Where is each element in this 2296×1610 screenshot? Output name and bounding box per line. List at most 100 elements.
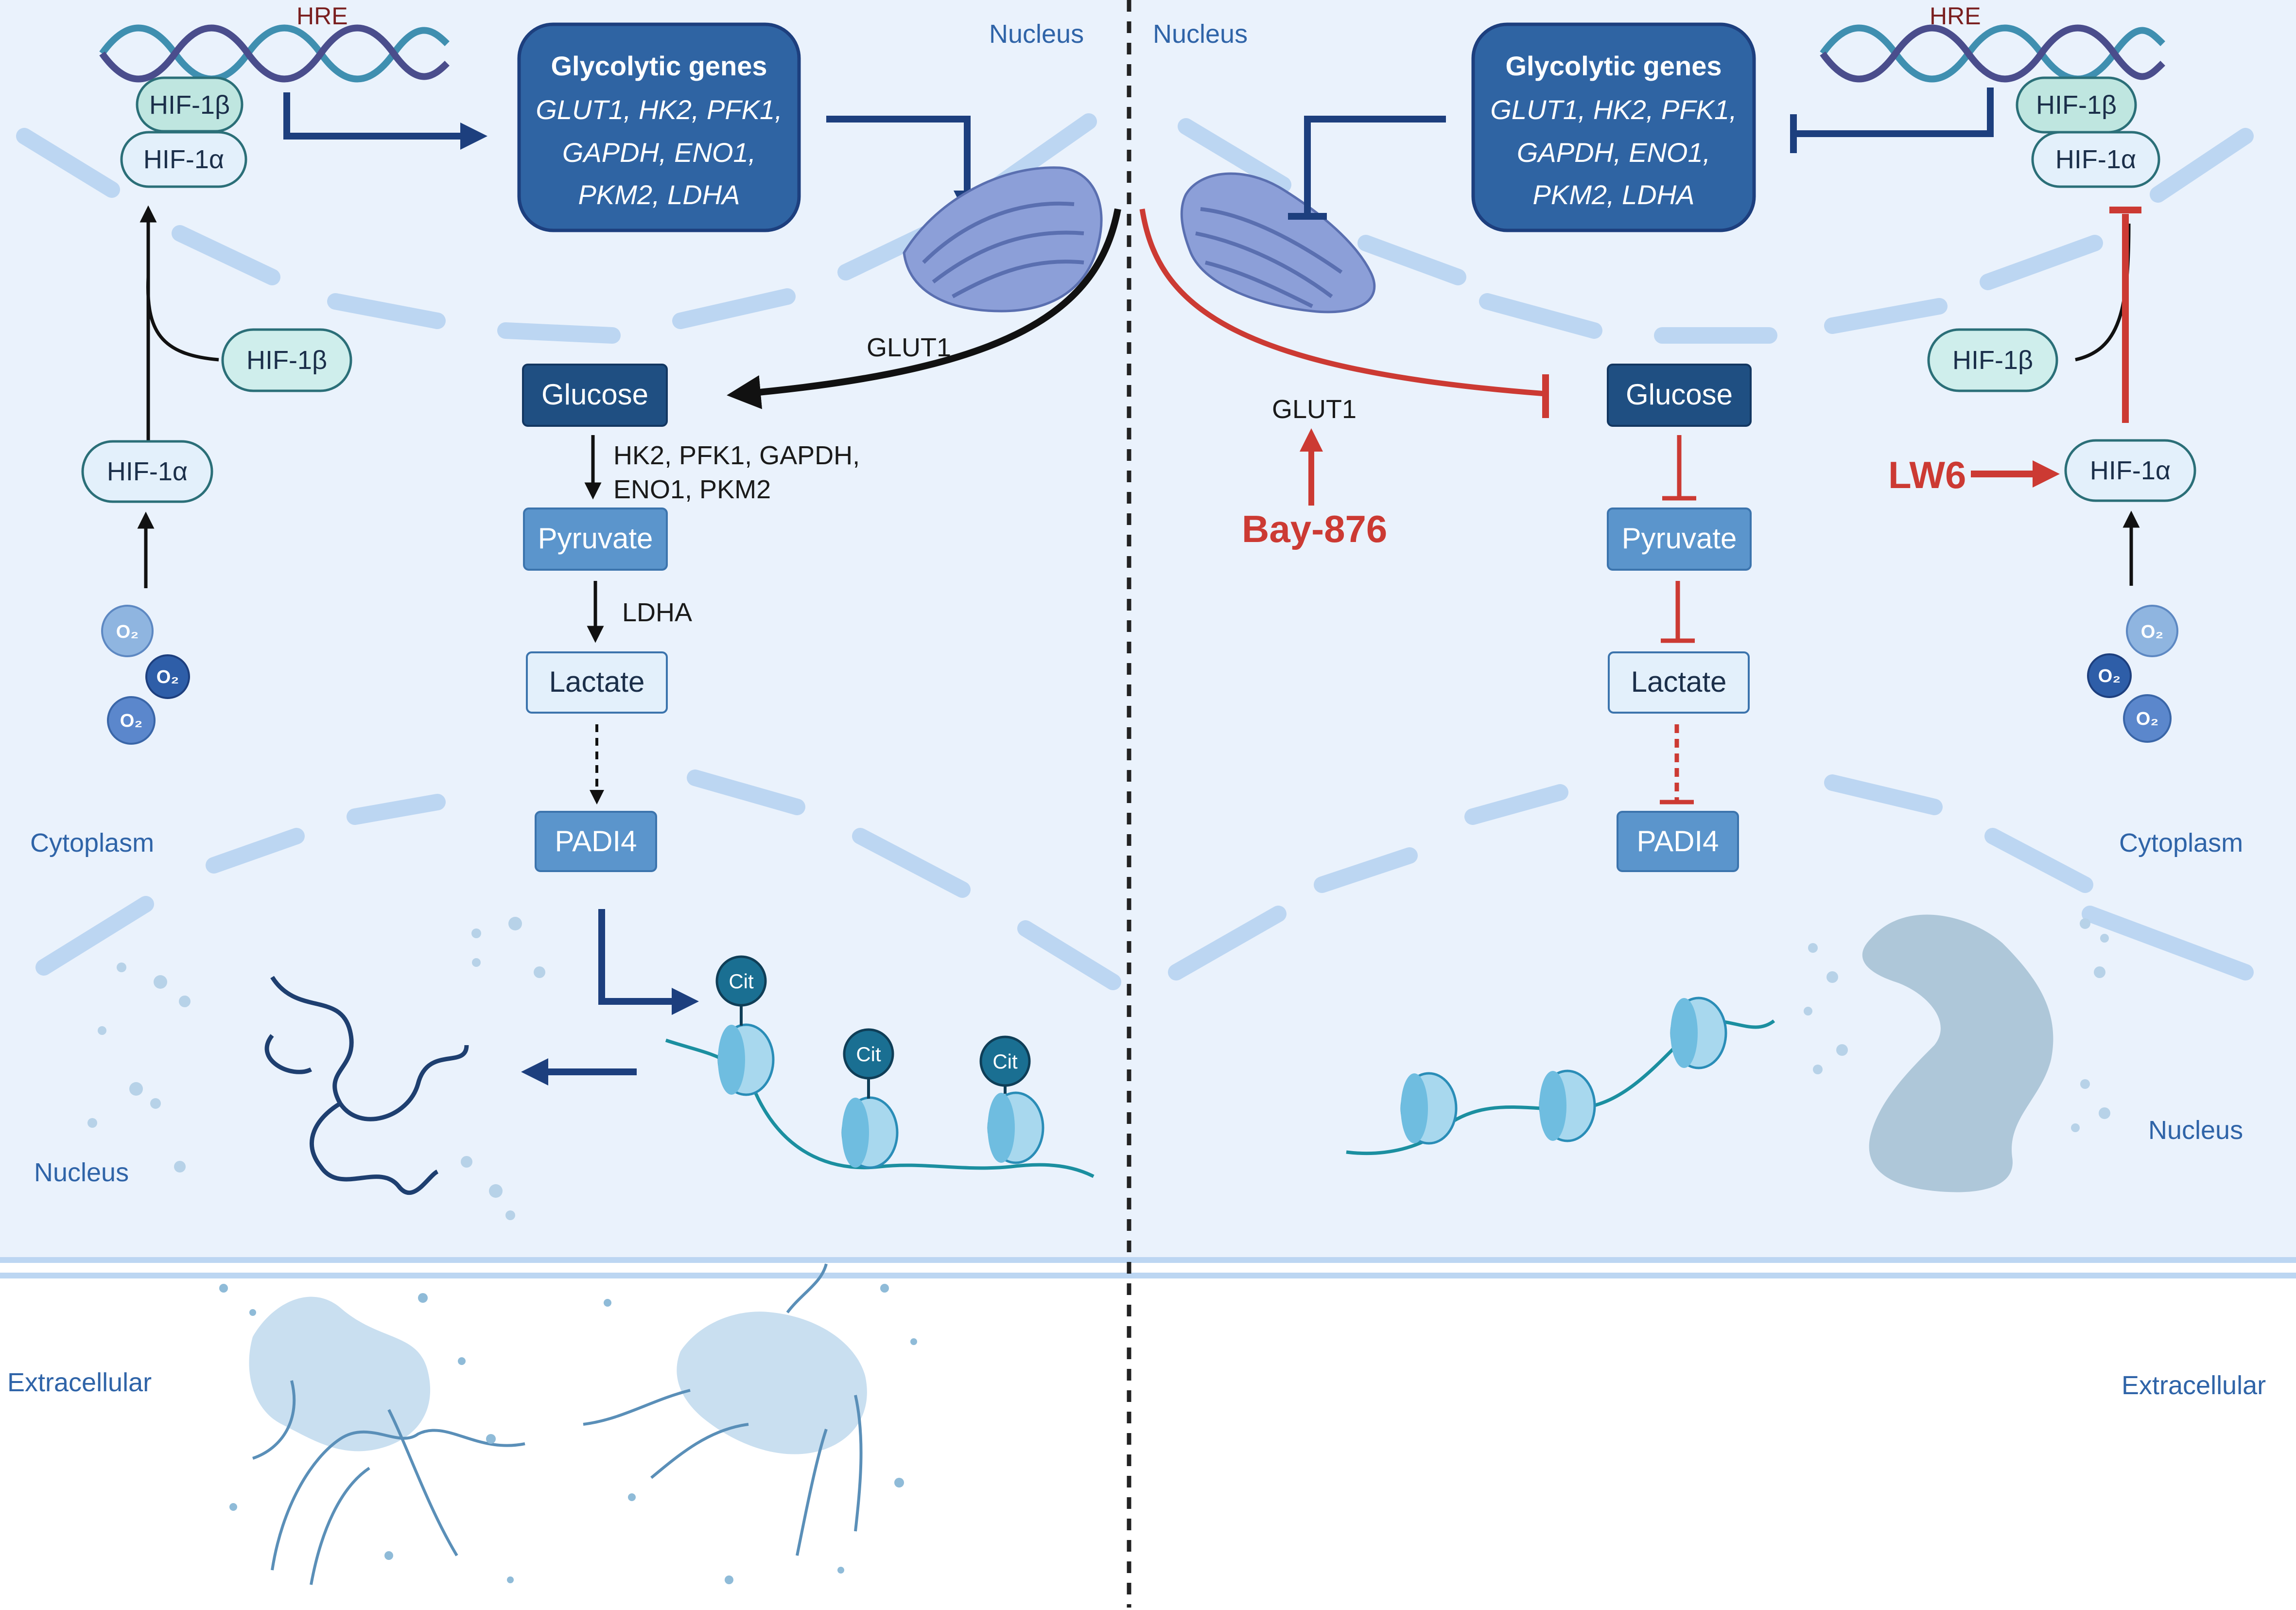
net-structure-left	[249, 1296, 525, 1585]
glucose-box-left	[522, 364, 668, 427]
nucleosome-right-1	[1400, 1072, 1458, 1145]
arrow-glut1-to-glucose	[727, 208, 1121, 409]
hif1b-bound-left-label: HIF-1β	[149, 90, 230, 120]
pyruvate-box-right	[1607, 508, 1752, 571]
extracellular-particles	[219, 1284, 917, 1584]
genes-line1-left: GLUT1, HK2, PFK1,	[536, 94, 782, 125]
enzyme2-label: LDHA	[622, 598, 692, 627]
padi4-box-right	[1617, 811, 1739, 872]
glut1-label-left: GLUT1	[867, 333, 951, 362]
o2-molecule-right-2	[2087, 653, 2132, 698]
hif1b-bound-right-label: HIF-1β	[2036, 90, 2117, 120]
cit-tag-3	[979, 1035, 1031, 1087]
hif1b-free-left-label: HIF-1β	[246, 346, 327, 375]
cell-background	[0, 0, 2296, 1259]
hif1a-bound-left	[120, 131, 247, 188]
cit-tag-1	[715, 955, 767, 1007]
arrow-hre-to-genes-left	[283, 92, 487, 150]
label-extracellular-left: Extracellular	[7, 1368, 152, 1397]
hif1b-free-right-label: HIF-1β	[1952, 346, 2033, 375]
o2-molecule-left-2	[145, 654, 190, 699]
label-nucleus-bottom-right: Nucleus	[2148, 1116, 2243, 1145]
hif1a-bound-right-label: HIF-1α	[2055, 145, 2136, 174]
endoplasmic-reticulum-left	[903, 166, 1103, 313]
label-cytoplasm-right: Cytoplasm	[2119, 828, 2243, 858]
nucleosome-left-2	[841, 1096, 899, 1169]
hif1a-free-right	[2064, 439, 2196, 502]
o2-label-left-3: O₂	[120, 711, 142, 731]
enzymes1-line1: HK2, PFK1, GAPDH,	[613, 441, 860, 470]
o2-molecule-left-1	[101, 605, 154, 657]
glycolytic-genes-box-right	[1471, 22, 1756, 232]
genes-title-right: Glycolytic genes	[1505, 51, 1722, 81]
label-extracellular-right: Extracellular	[2122, 1371, 2266, 1400]
pyruvate-box-left	[523, 508, 668, 571]
cit-label-2: Cit	[856, 1043, 881, 1066]
inhibit-hre-to-genes-right	[1793, 88, 1994, 137]
padi4-box-left	[535, 811, 657, 872]
label-nucleus-top-right: Nucleus	[1153, 19, 1248, 49]
hif1a-free-left	[81, 440, 213, 503]
hre-label-left: HRE	[296, 2, 348, 30]
o2-label-left-2: O₂	[157, 667, 179, 687]
padi4-label-right: PADI4	[1637, 825, 1719, 858]
pyruvate-label-right: Pyruvate	[1622, 522, 1737, 555]
arrow-genes-to-er-left	[826, 116, 981, 218]
inhibit-genes-to-er-right	[1304, 116, 1446, 216]
label-nucleus-bottom-left: Nucleus	[34, 1158, 129, 1187]
pyruvate-label-left: Pyruvate	[538, 522, 653, 555]
lactate-box-left	[526, 651, 668, 714]
o2-label-right-2: O₂	[2098, 666, 2121, 686]
nucleosome-left-3	[987, 1091, 1044, 1164]
o2-molecule-right-1	[2126, 605, 2178, 657]
padi4-label-left: PADI4	[555, 825, 637, 858]
genes-line1-right: GLUT1, HK2, PFK1,	[1490, 94, 1737, 125]
drug-bay876: Bay-876	[1242, 508, 1387, 550]
glucose-label-left: Glucose	[541, 378, 648, 411]
endoplasmic-reticulum-right	[1180, 172, 1376, 314]
genes-title-left: Glycolytic genes	[551, 51, 767, 81]
nucleosome-right-3	[1670, 997, 1727, 1069]
scattered-particles-right	[1804, 918, 2110, 1132]
drug-lw6: LW6	[1888, 454, 1966, 496]
dna-helix-right	[1820, 24, 2165, 83]
enzymes1-line2: ENO1, PKM2	[613, 475, 771, 504]
hre-label-right: HRE	[1930, 2, 1981, 30]
dna-helix-left	[99, 24, 450, 83]
glucose-label-right: Glucose	[1626, 378, 1733, 411]
label-cytoplasm-left: Cytoplasm	[30, 828, 154, 858]
hif1a-free-right-label: HIF-1α	[2090, 456, 2171, 485]
hif1b-free-left	[221, 328, 352, 392]
inhibit-glut1-curve	[1139, 209, 1546, 397]
lactate-label-right: Lactate	[1631, 665, 1727, 698]
hif1a-bound-right	[2031, 131, 2160, 188]
genes-line2-right: GAPDH, ENO1,	[1517, 137, 1710, 168]
nucleus-blob-right	[1862, 914, 2053, 1192]
o2-label-right-3: O₂	[2136, 709, 2158, 729]
o2-label-left-1: O₂	[116, 622, 139, 642]
nuclear-envelope-left	[16, 113, 1121, 990]
nucleosome-left-1	[717, 1023, 775, 1096]
genes-line3-right: PKM2, LDHA	[1533, 179, 1695, 210]
net-structure-right-ext	[583, 1263, 867, 1556]
lactate-label-left: Lactate	[549, 665, 645, 698]
nucleosome-right-2	[1539, 1069, 1596, 1142]
arrow-padi4-to-chromatin	[598, 909, 699, 1015]
o2-molecule-right-3	[2123, 694, 2172, 743]
glucose-box-right	[1607, 364, 1752, 427]
cit-tag-2	[843, 1028, 894, 1080]
glut1-label-right: GLUT1	[1272, 395, 1357, 424]
o2-label-right-1: O₂	[2141, 622, 2163, 642]
lactate-box-right	[1608, 651, 1750, 714]
scattered-particles-left	[87, 917, 545, 1220]
hif1a-bound-left-label: HIF-1α	[143, 145, 224, 174]
nuclear-envelope-right	[1168, 118, 2254, 980]
hif1a-free-left-label: HIF-1α	[107, 457, 188, 486]
genes-line3-left: PKM2, LDHA	[578, 179, 740, 210]
glycolytic-genes-box-left	[517, 22, 801, 232]
o2-molecule-left-3	[107, 696, 156, 745]
genes-line2-left: GAPDH, ENO1,	[562, 137, 756, 168]
cit-label-3: Cit	[992, 1050, 1018, 1073]
